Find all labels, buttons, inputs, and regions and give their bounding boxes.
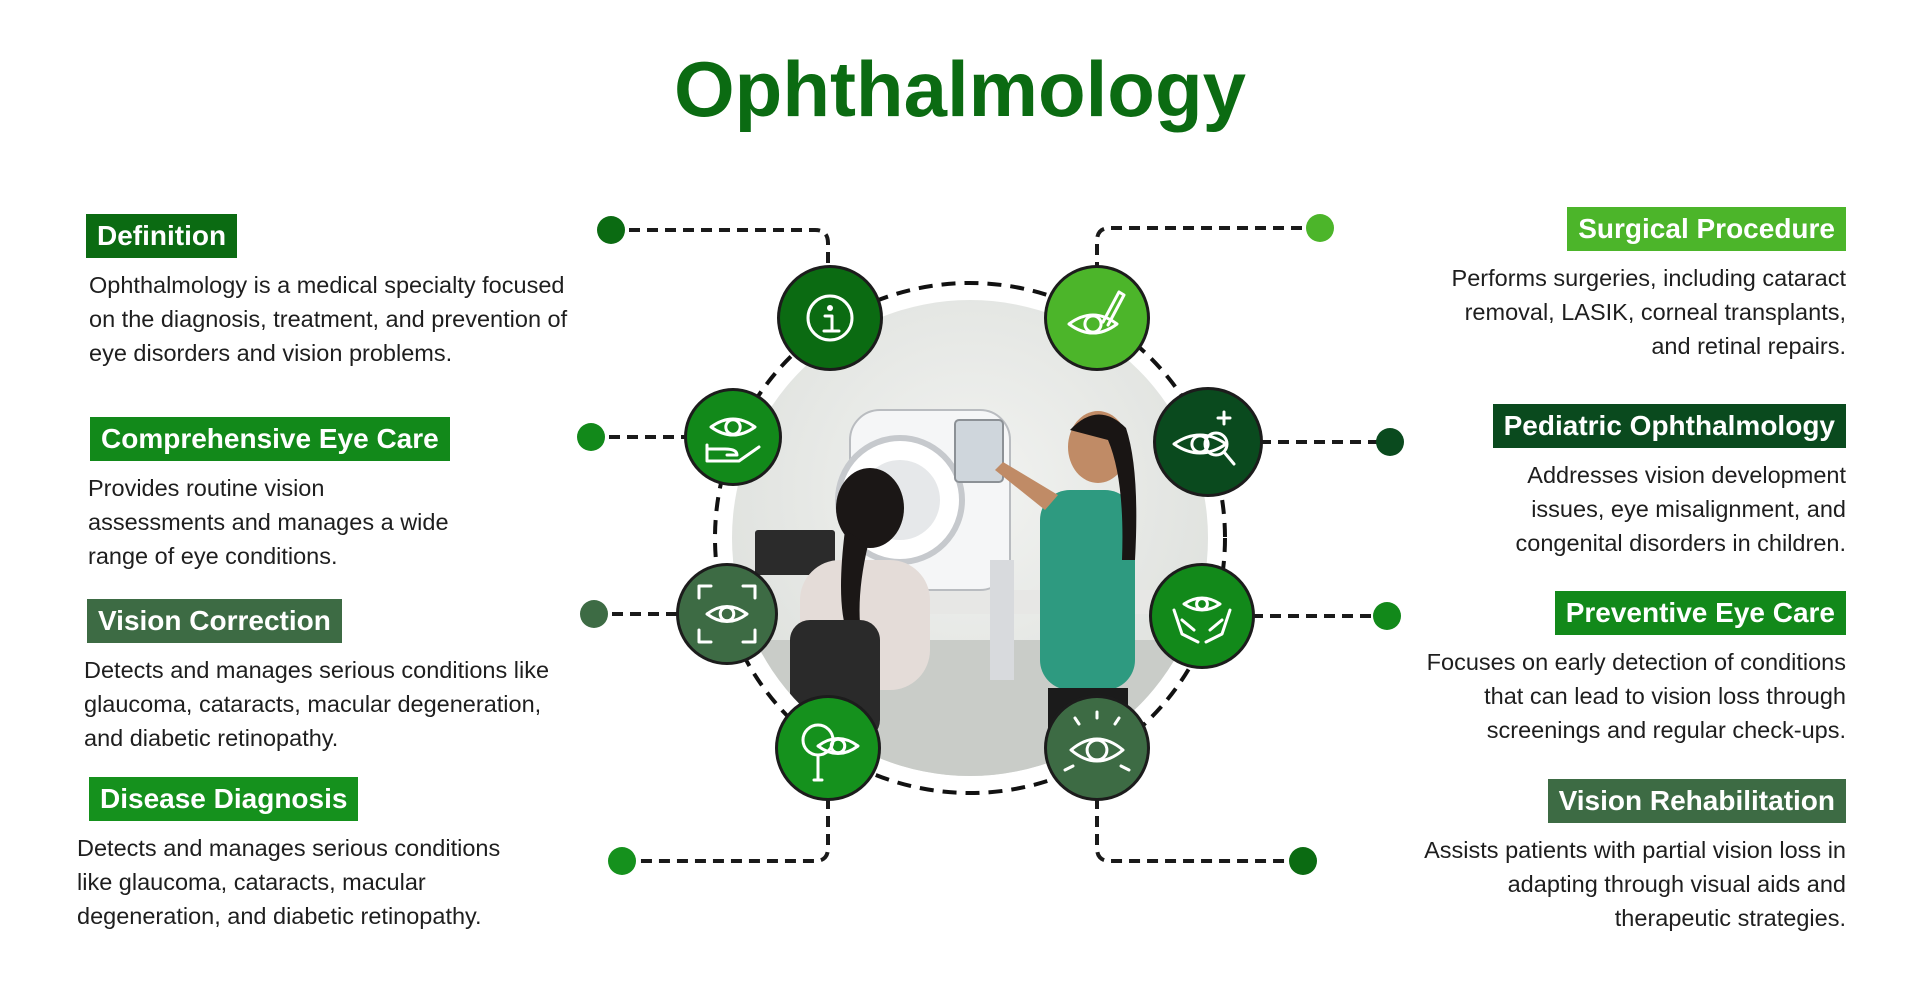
desc-preventive-eye-care: Focuses on early detection of conditions… xyxy=(1426,649,1846,743)
dot-vision-correction xyxy=(580,600,608,628)
desc-vision-rehabilitation: Assists patients with partial vision los… xyxy=(1424,837,1846,931)
page-title: Ophthalmology xyxy=(674,45,1246,133)
connector-vision-rehabilitation xyxy=(1095,798,1303,863)
eye-in-hand-icon xyxy=(684,388,782,486)
desc-pediatric-ophthalmology: Addresses vision development issues, eye… xyxy=(1515,462,1847,556)
connector-disease-diagnosis xyxy=(622,798,830,863)
desc-definition: Ophthalmology is a medical specialty foc… xyxy=(89,272,568,366)
card-disease-diagnosis: Disease Diagnosis Detects and manages se… xyxy=(77,777,500,933)
eye-scan-icon xyxy=(676,563,778,665)
card-comprehensive-eye-care: Comprehensive Eye Care Provides routine … xyxy=(88,417,450,573)
dot-preventive-eye-care xyxy=(1373,602,1401,630)
label-vision-rehabilitation: Vision Rehabilitation xyxy=(1547,779,1846,823)
desc-comprehensive-eye-care: Provides routine vision assessments and … xyxy=(88,475,449,569)
label-disease-diagnosis: Disease Diagnosis xyxy=(89,777,359,821)
dot-comprehensive-eye-care xyxy=(577,423,605,451)
eye-surgery-icon xyxy=(1044,265,1150,371)
desc-vision-correction: Detects and manages serious conditions l… xyxy=(84,657,550,751)
desc-surgical-procedure: Performs surgeries, including cataract r… xyxy=(1451,265,1846,359)
card-definition: Definition Ophthalmology is a medical sp… xyxy=(86,214,567,370)
label-surgical-procedure: Surgical Procedure xyxy=(1567,207,1846,251)
label-pediatric-ophthalmology: Pediatric Ophthalmology xyxy=(1492,404,1846,448)
magnifier-eye-icon xyxy=(775,695,881,801)
connector-definition xyxy=(611,228,830,268)
card-surgical-procedure: Surgical Procedure Performs surgeries, i… xyxy=(1452,207,1846,363)
label-definition: Definition xyxy=(86,214,238,258)
eye-shield-hands-icon xyxy=(1149,563,1255,669)
dot-pediatric-ophthalmology xyxy=(1376,428,1404,456)
card-preventive-eye-care: Preventive Eye Care Focuses on early det… xyxy=(1427,591,1846,747)
label-vision-correction: Vision Correction xyxy=(87,599,342,643)
dot-surgical-procedure xyxy=(1306,214,1334,242)
card-pediatric-ophthalmology: Pediatric Ophthalmology Addresses vision… xyxy=(1492,404,1847,560)
eye-bulb-icon xyxy=(1044,695,1150,801)
dot-disease-diagnosis xyxy=(608,847,636,875)
info-icon xyxy=(777,265,883,371)
dot-definition xyxy=(597,216,625,244)
connector-surgical-procedure xyxy=(1095,226,1320,268)
label-comprehensive-eye-care: Comprehensive Eye Care xyxy=(90,417,450,461)
desc-disease-diagnosis: Detects and manages serious conditions l… xyxy=(77,835,501,929)
eye-plus-search-icon xyxy=(1153,387,1263,497)
card-vision-rehabilitation: Vision Rehabilitation Assists patients w… xyxy=(1424,779,1846,935)
dot-vision-rehabilitation xyxy=(1289,847,1317,875)
dashed-ring xyxy=(713,281,1227,795)
label-preventive-eye-care: Preventive Eye Care xyxy=(1554,591,1846,635)
card-vision-correction: Vision Correction Detects and manages se… xyxy=(84,599,550,755)
